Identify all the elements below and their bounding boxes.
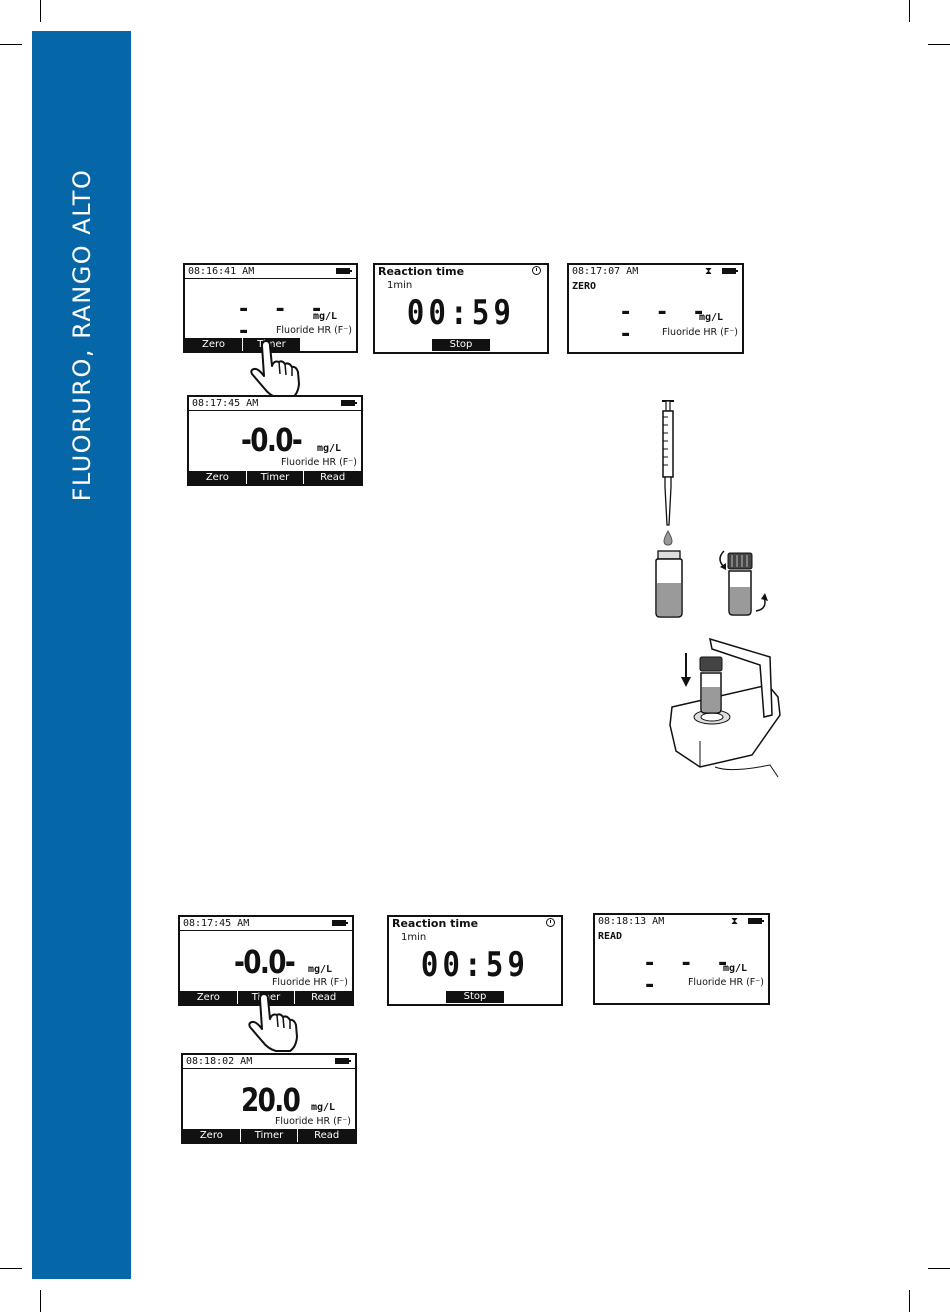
timer-softkey[interactable]: Timer bbox=[245, 471, 304, 484]
screen-clock: 08:17:07 AM bbox=[572, 266, 639, 277]
battery-icon bbox=[748, 918, 764, 924]
parameter-label: Fluoride HR (F⁻) bbox=[274, 1116, 351, 1127]
syringe-reagent-illustration bbox=[655, 400, 781, 778]
screen-clock: 08:18:13 AM bbox=[598, 916, 665, 927]
crop-mark bbox=[928, 44, 950, 45]
zero-softkey[interactable]: Zero bbox=[205, 472, 229, 483]
reading-dashes: - - - - bbox=[237, 297, 329, 344]
crop-mark bbox=[40, 0, 41, 22]
unit-label: mg/L bbox=[311, 1102, 336, 1113]
meter-screen-reading: 08:18:13 AM ⧗ READ - - - - mg/L Fluoride… bbox=[593, 913, 770, 1005]
reaction-timer-screen: Reaction time 1min 00:59 Stop bbox=[373, 263, 549, 354]
parameter-label: Fluoride HR (F⁻) bbox=[280, 457, 357, 468]
read-softkey[interactable]: Read bbox=[294, 991, 352, 1004]
countdown-timer: 00:59 bbox=[420, 945, 530, 985]
crop-mark bbox=[0, 1268, 22, 1269]
mode-label: READ bbox=[598, 931, 623, 942]
battery-icon bbox=[332, 920, 348, 926]
screen-clock: 08:17:45 AM bbox=[180, 917, 352, 931]
crop-mark bbox=[909, 0, 910, 22]
zero-softkey[interactable]: Zero bbox=[199, 1130, 223, 1141]
crop-mark bbox=[40, 1290, 41, 1312]
reading-dashes: - - - - bbox=[643, 951, 735, 998]
meter-screen-read-timer: 08:17:45 AM -0.0- mg/L Fluoride HR (F⁻) … bbox=[178, 915, 354, 1006]
parameter-label: Fluoride HR (F⁻) bbox=[271, 977, 348, 988]
hand-pointer-icon bbox=[250, 340, 300, 399]
unit-label: mg/L bbox=[317, 443, 342, 454]
reading-value: -0.0- bbox=[234, 943, 296, 981]
softkey-bar: Zero Timer Read bbox=[189, 471, 361, 484]
hourglass-icon: ⧗ bbox=[704, 266, 712, 277]
reading-dashes: - - - - bbox=[619, 300, 711, 347]
timer-duration: 1min bbox=[387, 280, 413, 291]
countdown-timer: 00:59 bbox=[406, 293, 516, 333]
reaction-time-title: Reaction time bbox=[378, 265, 465, 278]
stop-softkey[interactable]: Stop bbox=[446, 991, 504, 1003]
meter-screen-zero-timer: 08:16:41 AM - - - - mg/L Fluoride HR (F⁻… bbox=[183, 263, 358, 353]
battery-icon bbox=[336, 268, 352, 274]
sidebar-title: FLUORURO, RANGO ALTO bbox=[68, 168, 96, 502]
meter-screen-result: 08:18:02 AM 20.0 mg/L Fluoride HR (F⁻) Z… bbox=[181, 1053, 357, 1144]
hourglass-icon: ⧗ bbox=[730, 916, 738, 927]
meter-screen-zeroing: 08:17:07 AM ⧗ ZERO - - - - mg/L Fluoride… bbox=[567, 263, 744, 354]
hand-pointer-icon bbox=[248, 993, 298, 1052]
stopwatch-icon bbox=[532, 266, 541, 275]
stop-softkey[interactable]: Stop bbox=[432, 339, 490, 351]
unit-label: mg/L bbox=[699, 312, 724, 323]
reaction-time-title: Reaction time bbox=[392, 917, 479, 930]
reading-value: 20.0 bbox=[241, 1081, 301, 1119]
parameter-label: Fluoride HR (F⁻) bbox=[687, 977, 764, 988]
timer-duration: 1min bbox=[401, 932, 427, 943]
stopwatch-icon bbox=[546, 918, 555, 927]
softkey-bar: Zero Timer bbox=[185, 338, 300, 351]
screen-clock: 08:18:02 AM bbox=[183, 1055, 355, 1069]
battery-icon bbox=[722, 268, 738, 274]
unit-label: mg/L bbox=[308, 964, 333, 975]
meter-screen-zero-result: 08:17:45 AM -0.0- mg/L Fluoride HR (F⁻) … bbox=[187, 395, 363, 486]
unit-label: mg/L bbox=[313, 311, 338, 322]
battery-icon bbox=[335, 1058, 351, 1064]
battery-icon bbox=[341, 400, 357, 406]
crop-mark bbox=[928, 1268, 950, 1269]
parameter-label: Fluoride HR (F⁻) bbox=[661, 327, 738, 338]
parameter-label: Fluoride HR (F⁻) bbox=[275, 325, 352, 336]
zero-softkey[interactable]: Zero bbox=[196, 992, 220, 1003]
crop-mark bbox=[0, 44, 22, 45]
softkey-bar: Zero Timer Read bbox=[183, 1129, 355, 1142]
read-softkey[interactable]: Read bbox=[297, 1129, 355, 1142]
screen-clock: 08:16:41 AM bbox=[185, 265, 356, 279]
timer-softkey[interactable]: Timer bbox=[239, 1129, 298, 1142]
crop-mark bbox=[909, 1290, 910, 1312]
reading-value: -0.0- bbox=[241, 421, 303, 459]
zero-softkey[interactable]: Zero bbox=[201, 339, 225, 350]
read-softkey[interactable]: Read bbox=[303, 471, 361, 484]
unit-label: mg/L bbox=[723, 963, 748, 974]
reaction-timer-screen: Reaction time 1min 00:59 Stop bbox=[387, 915, 563, 1006]
mode-label: ZERO bbox=[572, 281, 597, 292]
screen-clock: 08:17:45 AM bbox=[189, 397, 361, 411]
sidebar bbox=[32, 31, 131, 1279]
timer-softkey[interactable]: Timer bbox=[242, 338, 300, 351]
